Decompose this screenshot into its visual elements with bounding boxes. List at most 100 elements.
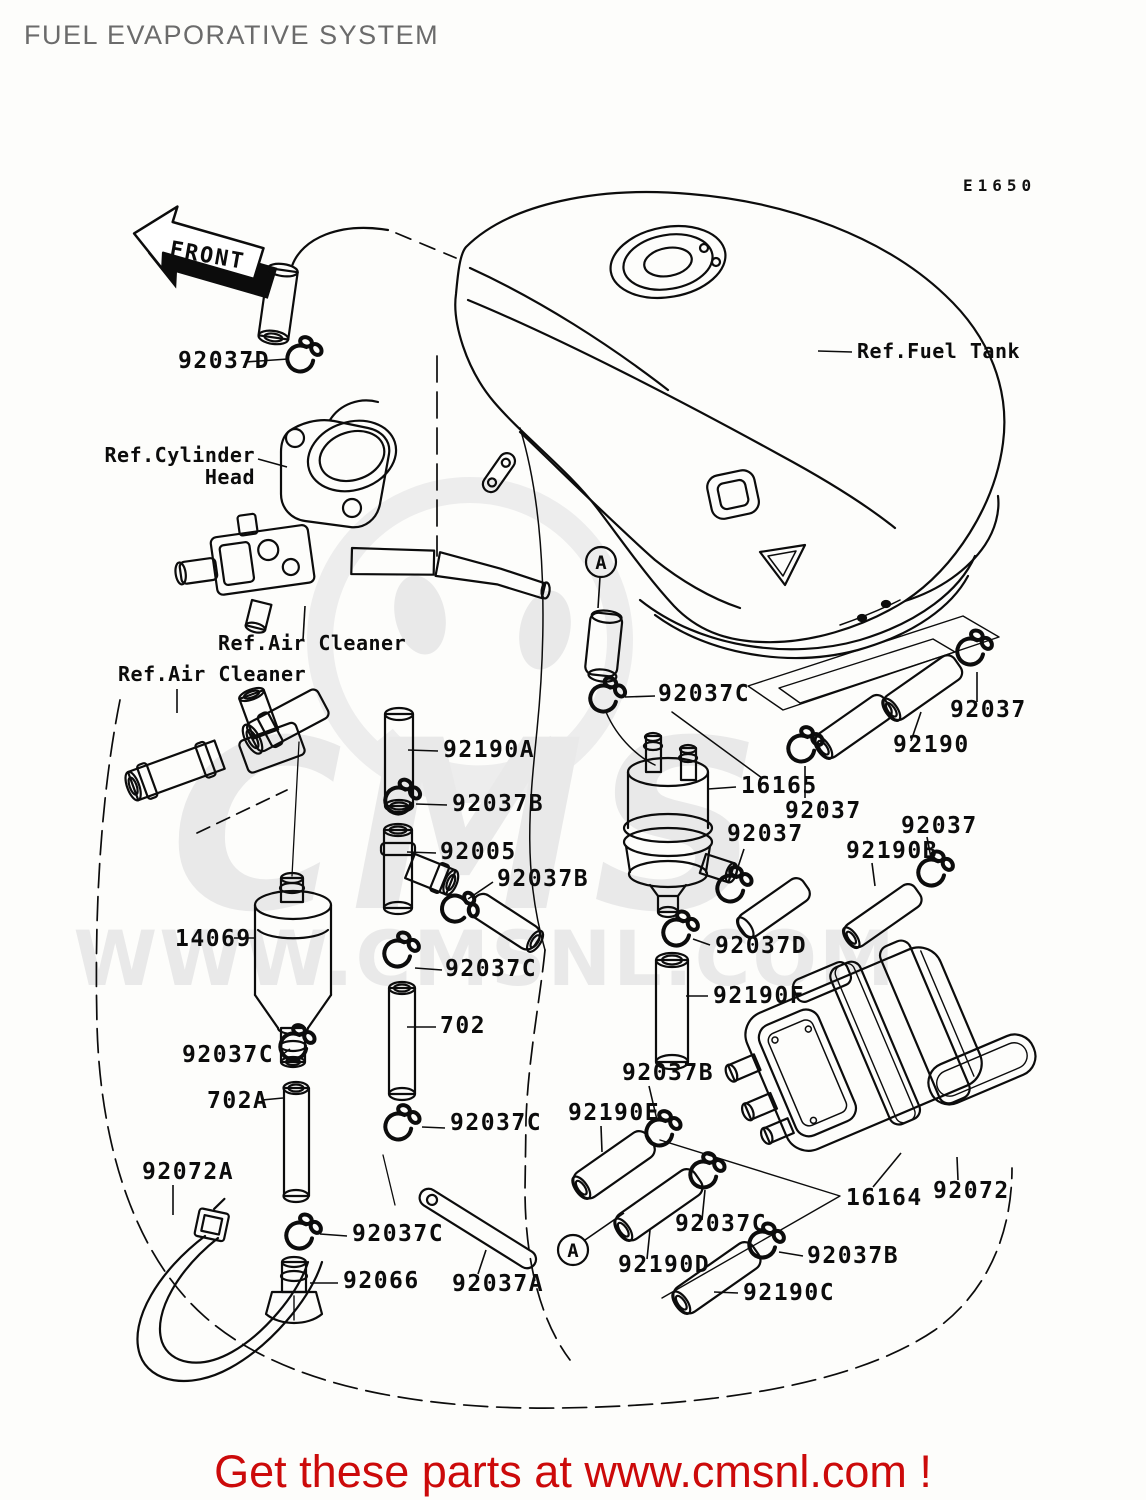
part-label-702a: 702A	[207, 1088, 268, 1114]
footer-link[interactable]: Get these parts at www.cmsnl.com !	[214, 1446, 932, 1497]
hose-92190-2-drawing	[881, 654, 964, 722]
tube-92190f-drawing	[654, 951, 690, 1071]
standpipe-drawing	[257, 226, 390, 346]
part-label-92066: 92066	[343, 1268, 420, 1294]
part-label-92037b-2: 92037B	[497, 866, 589, 892]
air-cleaner-fittings-drawing	[124, 686, 330, 802]
part-label-ref-cylinder: Ref.Cylinder	[105, 443, 256, 467]
leader-92190	[910, 711, 922, 742]
part-label-92190f: 92190F	[713, 983, 805, 1009]
fuel-tank-drawing	[454, 191, 1006, 659]
part-label-92190a: 92190A	[443, 737, 535, 763]
part-92066-drawing	[264, 1255, 324, 1324]
leader-702a	[261, 1097, 284, 1101]
leader-92037c-6	[701, 1189, 706, 1221]
part-label-ref-fuel-tank: Ref.Fuel Tank	[857, 339, 1020, 363]
marker-text-a-bottom: A	[567, 1240, 579, 1262]
tube-702-drawing	[387, 980, 417, 1102]
clamp-icon	[378, 1097, 428, 1145]
part-label-92037a: 92037A	[452, 1271, 544, 1297]
part-label-92072a: 92072A	[142, 1159, 234, 1185]
leader-92037b-1	[415, 803, 448, 806]
leader-92190e	[600, 1125, 603, 1153]
leader-16164	[872, 1152, 902, 1188]
hose-92190b-drawing	[841, 883, 923, 950]
leader-92037c-1	[414, 967, 443, 971]
part-label-ref-head: Head	[205, 465, 255, 489]
part-label-92037c-3: 92037C	[450, 1110, 542, 1136]
hose-92190c-drawing	[671, 1241, 762, 1315]
cable-tie-92072a-drawing	[136, 1197, 324, 1382]
leader-92037a	[477, 1249, 487, 1275]
watermark: CMS WWW.CMSNL.COM	[73, 477, 896, 1003]
leader-92037-2	[734, 848, 745, 877]
leader-a-top	[597, 576, 601, 609]
leader-92190a	[407, 749, 439, 752]
leader-92037d-1	[244, 358, 289, 363]
leader-a-bottom	[584, 1212, 625, 1241]
page-title: FUEL EVAPORATIVE SYSTEM	[24, 20, 439, 50]
leader-92037c-2	[282, 1048, 291, 1055]
separator-16165-drawing	[622, 731, 739, 919]
part-label-92037-4: 92037	[901, 813, 978, 839]
clamp-icon	[781, 719, 831, 767]
part-label-92037d-2: 92037D	[715, 933, 807, 959]
part-label-92190: 92190	[893, 732, 970, 758]
leader-92037d-2	[692, 938, 711, 946]
drawing-code: E1650	[963, 176, 1036, 195]
part-label-92190c: 92190C	[743, 1280, 835, 1306]
clamp-icon	[280, 1207, 328, 1253]
part-label-16164: 16164	[846, 1185, 923, 1211]
part-label-16165: 16165	[741, 773, 818, 799]
canister-straps	[829, 939, 1037, 1126]
leader-92037c-3	[421, 1126, 446, 1129]
part-label-92037c-6: 92037C	[675, 1211, 767, 1237]
leader-ref-fuel-tank	[817, 350, 853, 353]
part-label-92037b-3: 92037B	[622, 1060, 714, 1086]
leader-92037-4	[926, 836, 932, 859]
part-label-92037b-1: 92037B	[452, 791, 544, 817]
canister-16164-drawing	[724, 939, 1037, 1152]
hose-92190e-drawing	[571, 1130, 656, 1200]
front-arrow-icon: FRONT	[132, 205, 278, 299]
marker-text-a-top: A	[595, 552, 607, 574]
leader-92072	[956, 1156, 959, 1181]
leader-ref-cylinder	[257, 458, 288, 468]
marker-circle-a-top	[584, 545, 618, 579]
leader-92037c-4	[319, 1233, 348, 1237]
part-label-92190d: 92190D	[618, 1252, 710, 1278]
canister-nipples	[724, 1053, 795, 1145]
leader-92037c-5	[624, 695, 656, 698]
leader-92005	[406, 851, 437, 854]
center-clamp-leaders	[605, 711, 763, 779]
tee-92005-drawing	[379, 822, 460, 916]
part-label-92037c-4: 92037C	[352, 1221, 444, 1247]
part-label-92037-1: 92037	[785, 798, 862, 824]
part-label-92037c-5: 92037C	[658, 681, 750, 707]
leader-92037b-3	[648, 1085, 658, 1121]
part-label-92037c-1: 92037C	[445, 956, 537, 982]
filter-14069-drawing	[253, 741, 333, 1069]
leader-92037b-2	[467, 881, 494, 900]
part-label-92037-2: 92037	[727, 821, 804, 847]
part-label-92005: 92005	[440, 839, 517, 865]
part-label-ref-air-cleaner-1: Ref.Air Cleaner	[218, 631, 406, 655]
leader-92190d	[646, 1229, 651, 1260]
leader-92190c	[713, 1291, 739, 1294]
part-label-ref-air-cleaner-2: Ref.Air Cleaner	[118, 662, 306, 686]
watermark-line2: WWW.CMSNL.COM	[73, 914, 896, 1003]
boundary-lines	[95, 232, 1013, 1409]
cylinder-head-drawing	[279, 399, 398, 529]
hose-pump-outlet-drawing	[735, 877, 811, 940]
leader-ref-air-cleaner-1	[302, 605, 306, 641]
part-label-14069: 14069	[175, 926, 252, 952]
part-label-92190b: 92190B	[846, 838, 938, 864]
part-label-702: 702	[440, 1013, 486, 1039]
part-label-92037d-1: 92037D	[178, 348, 270, 374]
strip-92037a-drawing	[382, 1154, 538, 1270]
leader-92037b-4	[778, 1251, 804, 1257]
tube-a-drawing	[584, 609, 624, 683]
